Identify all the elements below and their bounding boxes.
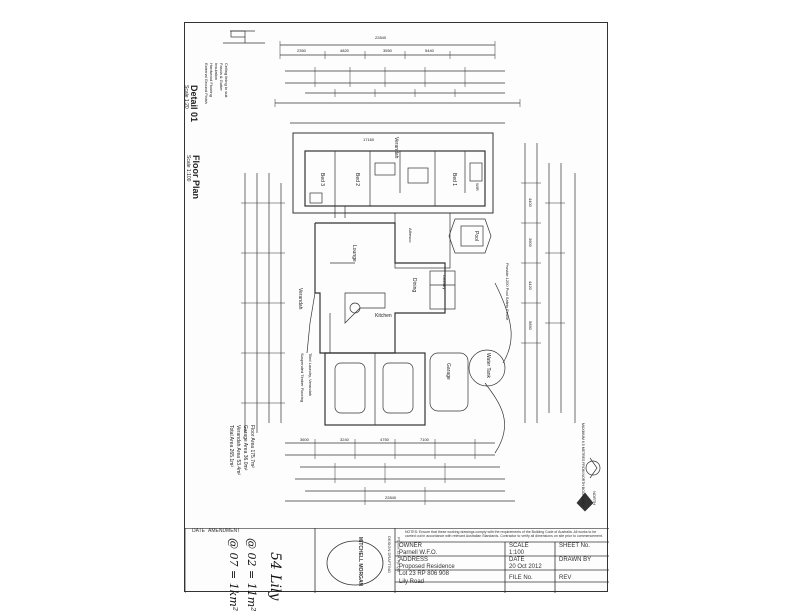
room-label-laundry: Laundry (442, 275, 447, 290)
handwritten-lot: 54 Lily (267, 552, 283, 601)
area-value: 36.0m² (242, 454, 248, 471)
scale-value: 1:100 (509, 550, 525, 556)
room-label-bed2: Bed 2 (354, 173, 360, 187)
area-row: Total Area 265.1m² (227, 425, 234, 475)
room-label-bed3: Bed 3 (319, 173, 325, 187)
area-label: Total Area (228, 425, 234, 448)
room-label-alfresco: Alfresco (408, 228, 413, 243)
dimension-text: 4400 (528, 198, 533, 207)
title-notes: NOTES: Ensure that these working drawing… (405, 530, 603, 538)
dimension-text: 22840 (385, 495, 397, 500)
company-name: MITCHELL MORGAN (357, 536, 364, 587)
area-row: Floor Area 175.7m² (248, 425, 255, 475)
dimension-text: 4820 (340, 48, 349, 53)
note-pool-fence: Provide 1200 Pool Safety Fence (505, 263, 510, 321)
area-row: Verandah Area 53.4m² (234, 425, 241, 475)
dimension-text: 3600 (528, 238, 533, 247)
amendment-label: AMENDMENT (208, 528, 241, 534)
area-label: Verandah Area (235, 425, 241, 459)
dimension-text: 22840 (375, 35, 387, 40)
scale-label: SCALE (509, 543, 529, 549)
address-value-2: Lily Road (399, 579, 425, 585)
detail-note: Hardwood Flooring (209, 63, 214, 97)
area-value: 265.1m² (228, 448, 234, 467)
floor-plan-title: Floor Plan (191, 155, 201, 200)
dimension-text: 17160 (363, 137, 375, 142)
dimension-text: 2350 (297, 48, 306, 53)
room-label-kitchen: Kitchen (375, 313, 392, 319)
floor-plan-scale: Scale 1:100 (185, 155, 191, 182)
sheet-label: SHEET No. (559, 543, 590, 549)
date-value: 20 Oct 2012 (509, 564, 542, 570)
handwritten-note-1: @ 02 = 11m² (245, 538, 258, 612)
area-label: Floor Area (249, 425, 255, 449)
owner-label: OWNER (399, 543, 422, 549)
dimension-text: 3240 (340, 437, 349, 442)
boundary-note: MAXIMUM 6.5 METRES FROM NORTH BOUNDARY (581, 423, 585, 507)
dimension-text: 4750 (380, 437, 389, 442)
room-label-dining: Dining (411, 278, 417, 293)
note-slab: Suspended Timber Flooring (300, 353, 305, 403)
room-label-lounge: Lounge (351, 245, 357, 262)
date-column-label: DATE (192, 528, 205, 534)
room-label-verandah-left: Verandah (297, 288, 303, 310)
detail-scale: Scale 1:20 (183, 85, 189, 109)
owner-value: Parnell W.F.O. (399, 550, 438, 556)
rev-label: REV (559, 575, 572, 581)
note-flooring: Tiled Laundry, Verandah (308, 353, 313, 397)
drawing-sheet: Detail 01 Scale 1:20 Floor Plan Scale 1:… (183, 22, 609, 593)
room-label-verandah: Verandah (393, 137, 399, 159)
project-title: Proposed Residence (399, 564, 455, 570)
room-label-pool: Pool (473, 231, 479, 242)
area-value: 175.7m² (249, 449, 255, 468)
area-value: 53.4m² (235, 459, 241, 476)
address-label: ADDRESS (399, 557, 429, 563)
handwritten-note-2: @ 07 = 1km² (227, 538, 240, 612)
detail-note: Ceiling lining to suit (224, 63, 229, 98)
dimension-text: 3550 (383, 48, 392, 53)
room-label-garage: Garage (445, 363, 451, 380)
address-value: Lot 23 RP 806 908 (399, 571, 449, 577)
detail-note: External Ground Finish (204, 63, 209, 104)
drawn-label: DRAWN BY (559, 557, 592, 563)
area-label: Garage Area (242, 425, 248, 454)
dimension-text: 5850 (528, 321, 533, 330)
room-label-water-tank: Water Tank (485, 353, 491, 379)
floor-plan-drawing (223, 30, 601, 512)
dimension-text: 7100 (420, 437, 429, 442)
detail-notes: Ceiling lining to suit Fascia & Gutter I… (204, 63, 229, 104)
room-label-bed1: Bed 1 (451, 173, 457, 187)
detail-note: Fascia & Gutter (219, 63, 224, 91)
date-label: DATE (509, 557, 525, 563)
file-label: FILE No. (509, 575, 533, 581)
room-label-wir: WIR (475, 183, 480, 191)
title-block-frame (185, 528, 609, 593)
area-schedule: Floor Area 175.7m² Garage Area 36.0m² Ve… (227, 425, 255, 475)
detail-title: Detail 01 (189, 85, 199, 123)
company-sub: DESIGN DRAFTING (386, 536, 392, 573)
dimension-text: 3600 (300, 437, 309, 442)
dimension-text: 5440 (425, 48, 434, 53)
dimension-text: 4420 (528, 281, 533, 290)
area-row: Garage Area 36.0m² (241, 425, 248, 475)
north-label: NORTH (592, 491, 597, 506)
